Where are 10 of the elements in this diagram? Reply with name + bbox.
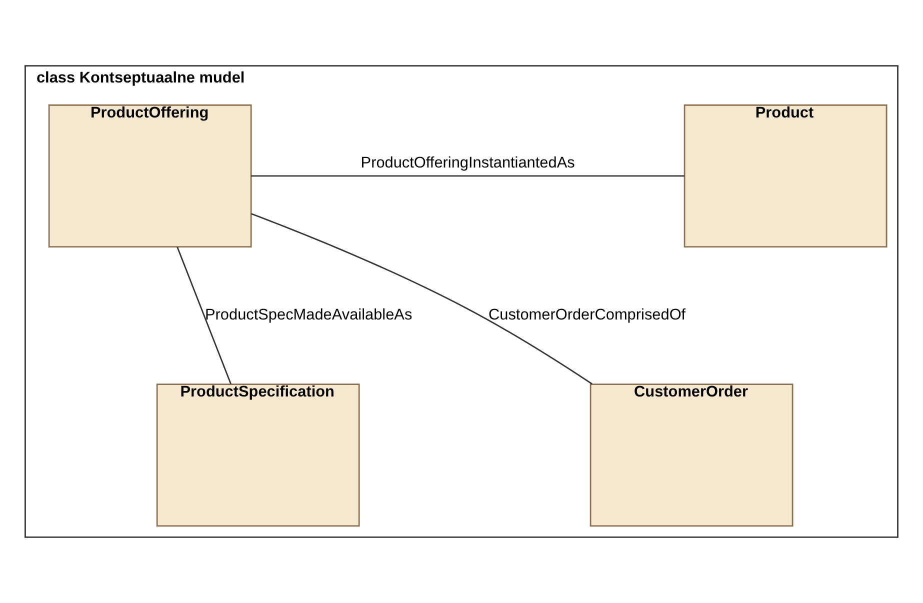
connector bbox=[176, 246, 232, 384]
node-box: CustomerOrder bbox=[590, 384, 794, 527]
edge-label: ProductOfferingInstantiantedAs bbox=[360, 154, 575, 172]
node-box: ProductSpecification bbox=[156, 384, 360, 527]
node-box: Product bbox=[684, 104, 888, 248]
node-box: ProductOffering bbox=[48, 104, 252, 248]
edge-label: ProductSpecMadeAvailableAs bbox=[205, 306, 412, 324]
connector bbox=[251, 175, 684, 177]
connector bbox=[251, 213, 592, 385]
edge-label: CustomerOrderComprisedOf bbox=[488, 306, 686, 324]
